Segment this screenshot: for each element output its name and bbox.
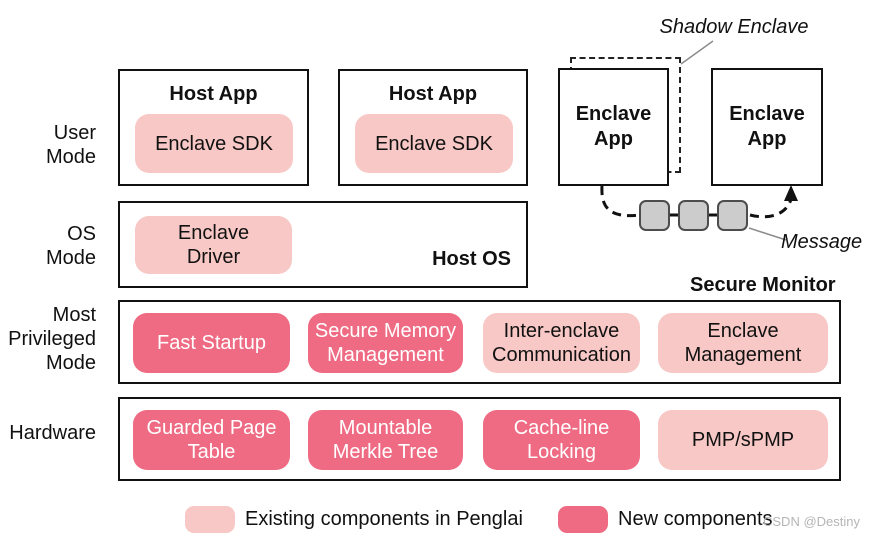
host-app-title: Host App (169, 83, 258, 105)
component-secure-memory-management: Secure Memory Management (308, 313, 463, 373)
enclave-app-box-2: Enclave App (711, 68, 823, 186)
watermark: CSDN @Destiny (763, 514, 860, 529)
message-label: Message (781, 231, 863, 253)
component-inter-enclave-communication: Inter-enclave Communication (483, 313, 640, 373)
message-block-icon (717, 200, 748, 231)
mode-label-hardware: Hardware (9, 422, 96, 444)
shadow-enclave-pointer-line (680, 40, 714, 65)
secure-monitor-title: Secure Monitor (690, 274, 836, 296)
message-block-icon (678, 200, 709, 231)
enclave-sdk-box: Enclave SDK (355, 114, 513, 173)
enclave-app-box-1: Enclave App (558, 68, 669, 186)
component-fast-startup: Fast Startup (133, 313, 290, 373)
host-os-label: Host OS (432, 248, 511, 270)
component-enclave-management: Enclave Management (658, 313, 828, 373)
component-pmp-spmp: PMP/sPMP (658, 410, 828, 470)
legend-new-label: New components (618, 508, 773, 530)
component-mountable-merkle-tree: Mountable Merkle Tree (308, 410, 463, 470)
component-cache-line-locking: Cache-line Locking (483, 410, 640, 470)
mode-label-user: User Mode (45, 122, 96, 168)
host-os-box: Enclave Driver Host OS (118, 201, 528, 288)
legend-existing-label: Existing components in Penglai (245, 508, 523, 530)
shadow-enclave-label: Shadow Enclave (659, 16, 809, 38)
message-block-icon (639, 200, 670, 231)
mode-label-os: OS Mode (45, 223, 96, 269)
host-app-box-2: Host App Enclave SDK (338, 69, 528, 186)
component-guarded-page-table: Guarded Page Table (133, 410, 290, 470)
arrow-up-icon (784, 185, 798, 201)
message-dashed-curve-right (749, 198, 793, 219)
host-app-box-1: Host App Enclave SDK (118, 69, 309, 186)
enclave-driver-box: Enclave Driver (135, 216, 292, 274)
enclave-sdk-box: Enclave SDK (135, 114, 293, 173)
message-dashed-curve-left (600, 185, 641, 218)
legend-new-swatch (558, 506, 608, 533)
host-app-title: Host App (388, 83, 478, 105)
legend-existing-swatch (185, 506, 235, 533)
mode-label-most-privileged: Most Privileged Mode (8, 304, 96, 374)
